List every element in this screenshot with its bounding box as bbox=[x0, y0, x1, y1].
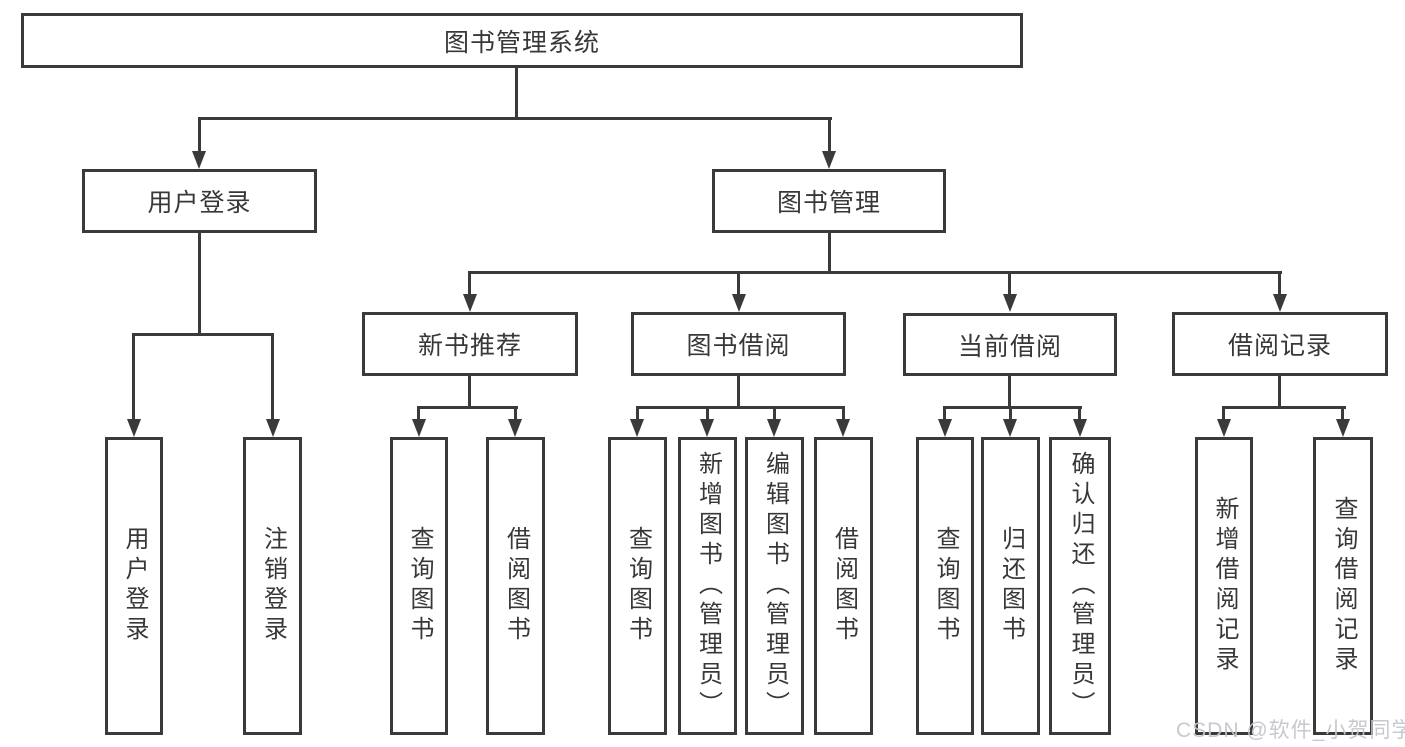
node-label: 用户登录 bbox=[147, 189, 252, 217]
arrowhead-icon bbox=[127, 419, 141, 437]
connector-line bbox=[417, 406, 420, 420]
node-leaf-query-books-rec: 查询图书 bbox=[390, 437, 448, 735]
connector-line bbox=[132, 333, 274, 336]
connector-line bbox=[514, 406, 517, 420]
node-label: 用户登录 bbox=[121, 526, 148, 646]
arrowhead-icon bbox=[1273, 294, 1287, 312]
connector-line bbox=[636, 406, 639, 420]
arrowhead-icon bbox=[630, 419, 644, 437]
node-current-borrowing: 当前借阅 bbox=[903, 313, 1117, 376]
connector-line bbox=[271, 333, 274, 419]
arrowhead-icon bbox=[1073, 419, 1087, 437]
node-label: 借阅记录 bbox=[1227, 332, 1332, 360]
node-label: 确认归还（管理员） bbox=[1067, 451, 1094, 721]
connector-line bbox=[1222, 406, 1346, 409]
arrowhead-icon bbox=[732, 294, 746, 312]
connector-line bbox=[1278, 271, 1281, 295]
node-borrowing-records: 借阅记录 bbox=[1172, 312, 1388, 376]
node-label: 新书推荐 bbox=[417, 332, 522, 360]
connector-line bbox=[943, 406, 1082, 409]
arrowhead-icon bbox=[192, 151, 206, 169]
arrowhead-icon bbox=[836, 419, 850, 437]
arrowhead-icon bbox=[822, 151, 836, 169]
connector-line bbox=[417, 406, 518, 409]
connector-line bbox=[1008, 271, 1011, 295]
arrowhead-icon bbox=[700, 419, 714, 437]
node-leaf-add-books-admin: 新增图书（管理员） bbox=[678, 437, 737, 735]
node-leaf-logout: 注销登录 bbox=[243, 437, 302, 735]
connector-line bbox=[198, 117, 201, 152]
node-leaf-confirm-return-admin: 确认归还（管理员） bbox=[1049, 437, 1111, 735]
connector-line bbox=[828, 232, 831, 274]
node-leaf-add-borrow-record: 新增借阅记录 bbox=[1195, 437, 1253, 735]
node-label: 归还图书 bbox=[997, 526, 1025, 646]
node-label: 查询图书 bbox=[932, 526, 959, 646]
connector-line bbox=[1278, 374, 1281, 409]
connector-line bbox=[468, 271, 1282, 274]
node-label: 图书管理系统 bbox=[443, 28, 600, 57]
connector-line bbox=[132, 333, 135, 419]
node-leaf-query-books-borrow: 查询图书 bbox=[608, 437, 667, 735]
node-book-borrowing: 图书借阅 bbox=[631, 312, 846, 376]
node-label: 图书管理 bbox=[776, 189, 881, 217]
connector-line bbox=[1341, 406, 1344, 420]
node-leaf-edit-books-admin: 编辑图书（管理员） bbox=[745, 437, 804, 735]
arrowhead-icon bbox=[1217, 419, 1231, 437]
node-label: 当前借阅 bbox=[957, 332, 1062, 361]
node-leaf-borrow-books-rec: 借阅图书 bbox=[486, 437, 545, 735]
arrowhead-icon bbox=[412, 419, 426, 437]
connector-line bbox=[943, 406, 946, 420]
node-book-management: 图书管理 bbox=[712, 169, 946, 233]
node-label: 新增借阅记录 bbox=[1211, 496, 1238, 676]
node-label: 编辑图书（管理员） bbox=[761, 451, 789, 721]
connector-line bbox=[1009, 406, 1012, 420]
node-leaf-return-books: 归还图书 bbox=[981, 437, 1040, 735]
arrowhead-icon bbox=[508, 419, 522, 437]
node-label: 查询图书 bbox=[624, 526, 652, 646]
arrowhead-icon bbox=[1003, 419, 1017, 437]
connector-line bbox=[468, 271, 471, 295]
node-label: 借阅图书 bbox=[830, 526, 858, 646]
connector-line bbox=[636, 406, 845, 409]
arrowhead-icon bbox=[1336, 419, 1350, 437]
connector-line bbox=[198, 232, 201, 335]
arrowhead-icon bbox=[266, 419, 280, 437]
connector-line bbox=[737, 374, 740, 409]
node-user-login: 用户登录 bbox=[82, 169, 317, 233]
connector-line bbox=[1008, 374, 1011, 409]
node-label: 查询图书 bbox=[406, 526, 433, 646]
connector-line bbox=[828, 117, 831, 152]
connector-line bbox=[737, 271, 740, 295]
node-leaf-borrow-books: 借阅图书 bbox=[814, 437, 873, 735]
connector-line bbox=[1222, 406, 1225, 420]
node-label: 图书借阅 bbox=[686, 332, 791, 360]
connector-line bbox=[1078, 406, 1081, 420]
node-leaf-user-login: 用户登录 bbox=[105, 437, 163, 735]
node-leaf-query-borrow-record: 查询借阅记录 bbox=[1313, 437, 1373, 735]
node-label: 借阅图书 bbox=[502, 526, 530, 646]
connector-line bbox=[515, 68, 518, 119]
node-library-management-system: 图书管理系统 bbox=[21, 13, 1023, 68]
connector-line bbox=[706, 406, 709, 420]
connector-line bbox=[773, 406, 776, 420]
arrowhead-icon bbox=[938, 419, 952, 437]
connector-line bbox=[842, 406, 845, 420]
node-label: 查询借阅记录 bbox=[1330, 496, 1357, 676]
arrowhead-icon bbox=[767, 419, 781, 437]
connector-line bbox=[468, 374, 471, 409]
node-label: 新增图书（管理员） bbox=[694, 451, 722, 721]
node-label: 注销登录 bbox=[259, 526, 287, 646]
node-leaf-query-books-current: 查询图书 bbox=[916, 437, 974, 735]
connector-line bbox=[198, 117, 832, 120]
arrowhead-icon bbox=[463, 294, 477, 312]
watermark: CSDN @软件_小贺同学 bbox=[1176, 719, 1405, 742]
node-new-book-recommendation: 新书推荐 bbox=[362, 312, 578, 376]
arrowhead-icon bbox=[1003, 294, 1017, 312]
